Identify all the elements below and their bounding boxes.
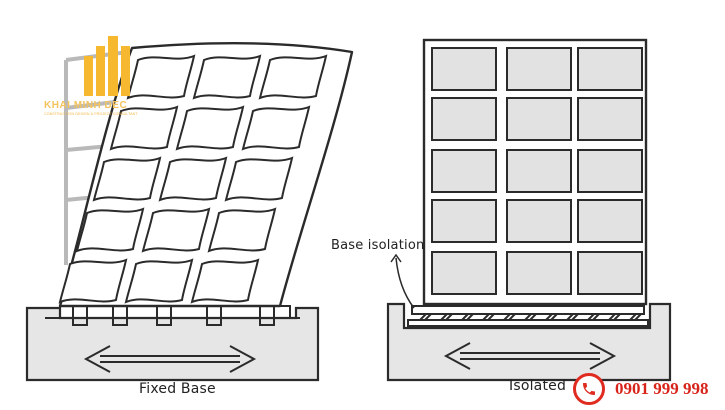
deformed-window-cell bbox=[158, 156, 228, 202]
isolated-window-grid bbox=[431, 47, 643, 295]
label-fixed-base: Fixed Base bbox=[139, 381, 216, 397]
deformed-window-cell bbox=[58, 258, 128, 304]
isolation-bearing bbox=[419, 313, 432, 321]
phone-icon[interactable] bbox=[573, 373, 605, 405]
window-cell bbox=[431, 199, 497, 243]
isolation-bearing bbox=[482, 313, 495, 321]
label-base-isolation: Base isolation bbox=[331, 238, 425, 253]
base-isolation-layer bbox=[407, 305, 649, 327]
window-cell bbox=[577, 199, 643, 243]
window-cell bbox=[577, 47, 643, 91]
window-cell bbox=[506, 199, 572, 243]
fixed-base-ground bbox=[25, 305, 320, 382]
isolation-bearing bbox=[440, 313, 453, 321]
deformed-window-cell bbox=[141, 207, 211, 253]
isolation-bearing bbox=[566, 313, 579, 321]
logo-name: KHAI MINH DEC bbox=[44, 100, 128, 111]
window-cell bbox=[506, 149, 572, 193]
deformed-window-cell bbox=[207, 207, 277, 253]
isolated-ground bbox=[386, 302, 672, 382]
isolation-bearing bbox=[629, 313, 642, 321]
deformed-window-cell bbox=[241, 105, 311, 151]
window-cell bbox=[577, 149, 643, 193]
logo-tagline: CONSTRUCTION DESIGN & PROJECT CONSULTANT bbox=[44, 112, 138, 116]
label-isolated: Isolated bbox=[509, 378, 567, 394]
fixed-base-motion-arrow bbox=[83, 345, 257, 373]
logo-mark bbox=[84, 36, 130, 96]
deformed-window-cell bbox=[109, 105, 179, 151]
window-cell bbox=[577, 97, 643, 141]
window-cell bbox=[431, 47, 497, 91]
company-logo: KHAI MINH DEC CONSTRUCTION DESIGN & PROJ… bbox=[44, 100, 162, 116]
isolated-motion-arrow bbox=[443, 342, 617, 370]
window-cell bbox=[577, 251, 643, 295]
deformed-window-cell bbox=[92, 156, 162, 202]
deformed-window-cell bbox=[224, 156, 294, 202]
window-cell bbox=[506, 251, 572, 295]
isolation-bearing bbox=[545, 313, 558, 321]
isolation-bearing bbox=[503, 313, 516, 321]
window-cell bbox=[506, 47, 572, 91]
deformed-window-cell bbox=[190, 258, 260, 304]
isolation-bearing bbox=[608, 313, 621, 321]
deformed-window-cell bbox=[192, 54, 262, 100]
phone-number[interactable]: 0901 999 998 bbox=[615, 379, 709, 398]
window-cell bbox=[431, 251, 497, 295]
deformed-window-cell bbox=[124, 258, 194, 304]
isolation-bearing bbox=[524, 313, 537, 321]
window-cell bbox=[506, 97, 572, 141]
window-cell bbox=[431, 97, 497, 141]
isolation-bearing bbox=[461, 313, 474, 321]
deformed-window-cell bbox=[75, 207, 145, 253]
base-isolation-leader bbox=[390, 253, 415, 309]
isolation-bearings bbox=[419, 313, 642, 321]
deformed-window-grid bbox=[58, 54, 328, 304]
deformed-window-cell bbox=[258, 54, 328, 100]
deformed-window-cell bbox=[175, 105, 245, 151]
contact-phone[interactable]: 0901 999 998 bbox=[573, 372, 709, 406]
deformed-window-cell bbox=[126, 54, 196, 100]
isolation-bearing bbox=[587, 313, 600, 321]
window-cell bbox=[431, 149, 497, 193]
